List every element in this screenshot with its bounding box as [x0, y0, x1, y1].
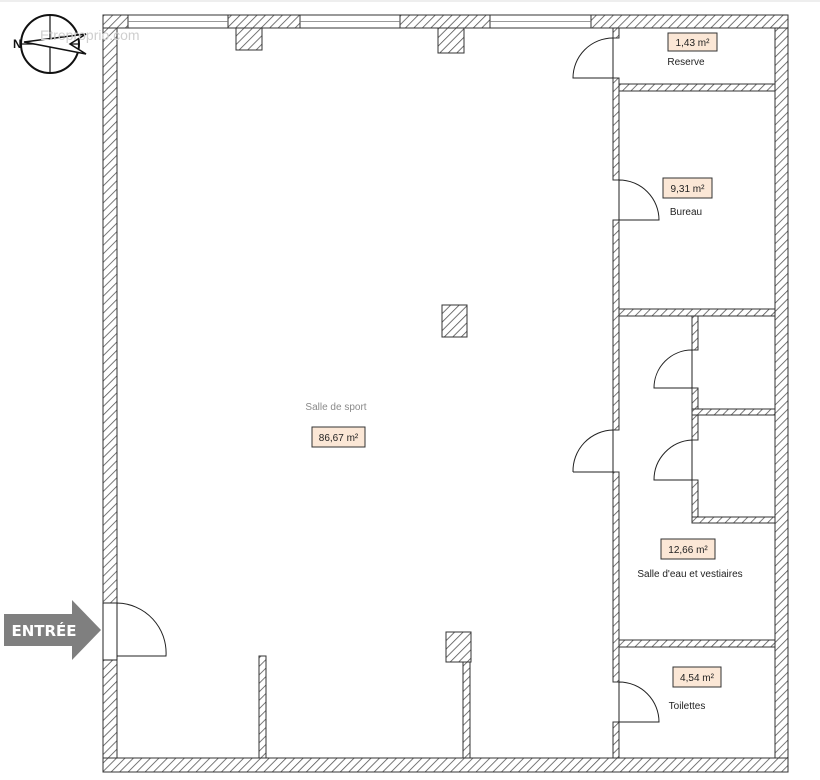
room-area: 9,31 m² — [671, 184, 706, 195]
room-area: 86,67 m² — [319, 433, 359, 444]
room-name: Bureau — [670, 207, 702, 218]
room-name: Salle d'eau et vestiaires — [637, 569, 742, 580]
door-bureau — [618, 179, 660, 221]
room-toilettes: 4,54 m² Toilettes — [669, 666, 722, 712]
room-area: 4,54 m² — [680, 673, 715, 684]
door-entree — [102, 602, 167, 661]
door-reserve — [572, 37, 614, 79]
area-tag — [660, 538, 716, 560]
room-name: Toilettes — [669, 701, 706, 712]
room-reserve: 1,43 m² Reserve — [667, 32, 718, 68]
doors — [102, 37, 693, 723]
watermark-text: Etreproprio.com — [40, 27, 140, 43]
area-tag — [667, 32, 718, 52]
area-tag — [672, 666, 722, 688]
area-tag — [311, 426, 366, 448]
room-name: Salle de sport — [305, 402, 366, 413]
room-bureau: 9,31 m² Bureau — [662, 177, 713, 218]
interior-walls — [258, 27, 776, 759]
room-area: 1,43 m² — [676, 38, 711, 49]
area-tag — [662, 177, 713, 199]
door-shower-1 — [653, 349, 693, 389]
room-salle-de-sport: Salle de sport 86,67 m² — [305, 402, 367, 448]
door-shower-2 — [653, 439, 693, 481]
entrance-label: ENTRÉE — [11, 621, 76, 640]
room-name: Reserve — [667, 57, 705, 68]
compass-icon: N — [13, 14, 87, 74]
room-area: 12,66 m² — [668, 545, 708, 556]
outer-walls — [102, 14, 789, 773]
room-vestiaires: 12,66 m² Salle d'eau et vestiaires — [637, 538, 743, 580]
door-vestiaires — [572, 429, 614, 473]
pillars — [235, 27, 472, 663]
windows — [127, 14, 592, 29]
compass-north-letter: N — [13, 37, 22, 51]
entrance-arrow: ENTRÉE — [4, 600, 101, 660]
door-toilettes — [618, 681, 660, 723]
